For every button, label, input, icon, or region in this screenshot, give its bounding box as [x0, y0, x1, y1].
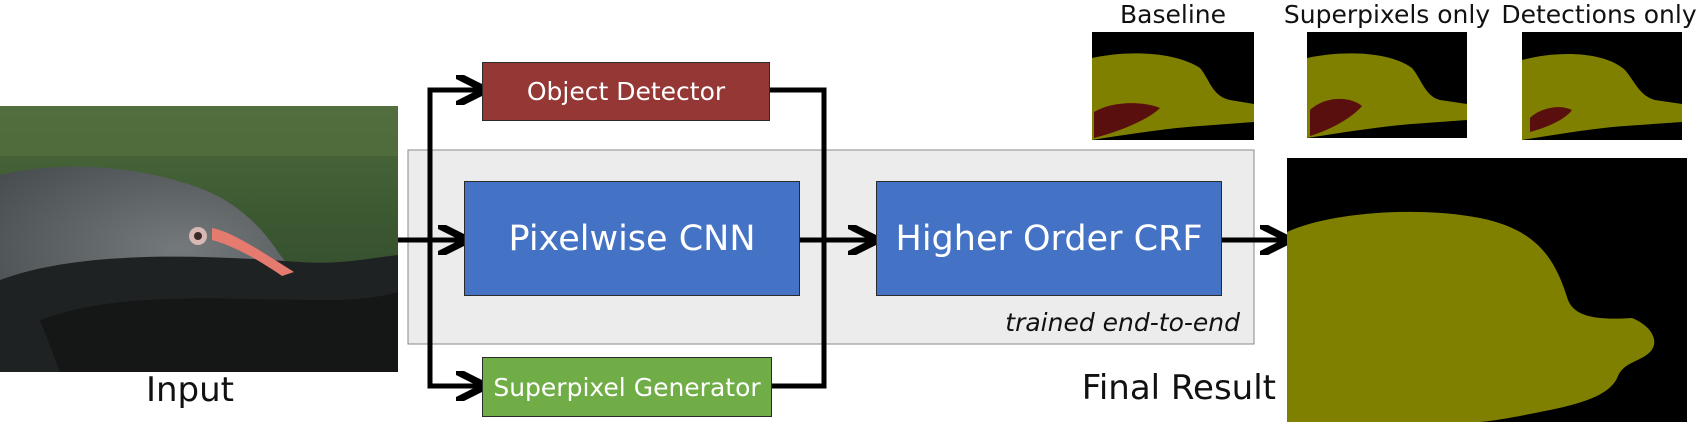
final-result-label: Final Result — [1081, 368, 1276, 408]
object-detector-label: Object Detector — [526, 77, 726, 106]
connection-arrows — [398, 90, 1284, 386]
comparison-detections-mask — [1522, 32, 1682, 141]
comparison-label-superpixels-only: Superpixels only — [1283, 0, 1491, 29]
superpixel-generator-label: Superpixel Generator — [493, 372, 761, 402]
input-image — [0, 106, 398, 372]
arrow-superpixels-to-crf — [772, 240, 827, 389]
pixelwise-cnn-box: Pixelwise CNN — [464, 181, 800, 296]
input-label: Input — [145, 370, 235, 410]
arrow-input-to-superpixels — [427, 240, 480, 386]
object-detector-box: Object Detector — [482, 62, 770, 121]
comparison-label-baseline: Baseline — [1120, 0, 1226, 29]
final-result-mask — [1287, 158, 1687, 422]
superpixel-generator-box: Superpixel Generator — [482, 357, 772, 417]
higher-order-crf-box: Higher Order CRF — [876, 181, 1222, 296]
comparison-baseline-mask — [1092, 32, 1254, 141]
trained-end-to-end-label: trained end-to-end — [1005, 308, 1240, 337]
pixelwise-cnn-label: Pixelwise CNN — [508, 218, 756, 259]
comparison-superpixels-mask — [1307, 32, 1467, 139]
higher-order-crf-label: Higher Order CRF — [895, 218, 1203, 259]
arrow-input-to-detector — [427, 90, 480, 240]
comparison-label-detections-only: Detections only — [1501, 0, 1697, 29]
arrow-detector-to-crf — [770, 87, 827, 240]
